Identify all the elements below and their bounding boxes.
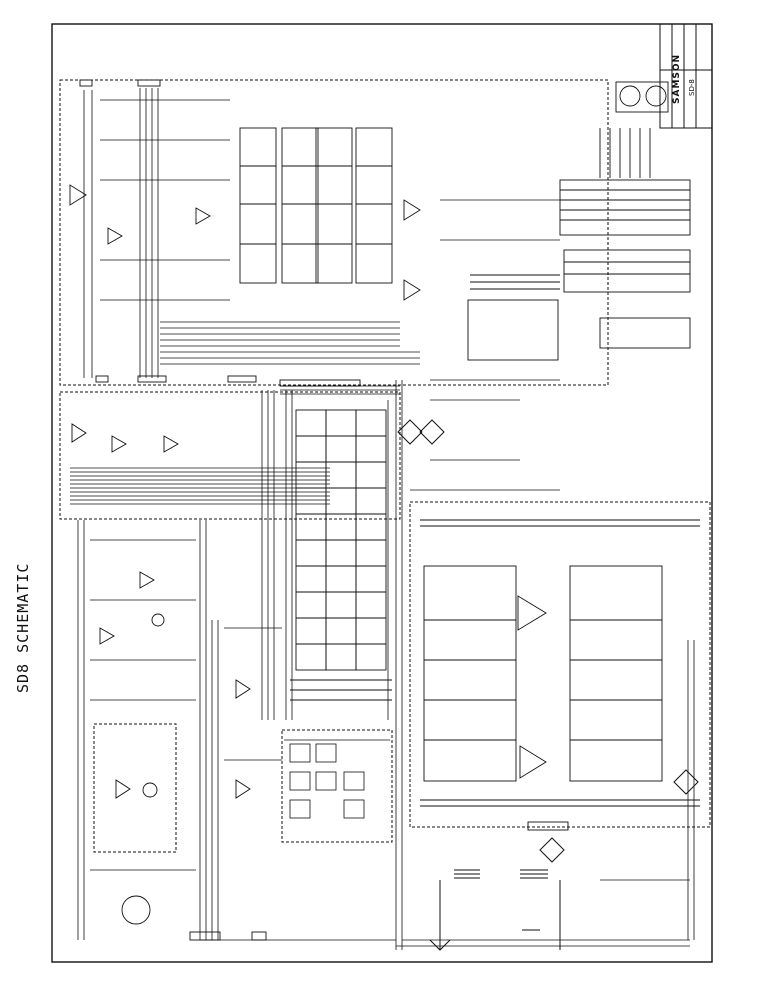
harness-lines <box>160 321 690 947</box>
op-amp-symbols <box>69 184 421 925</box>
sheet-border <box>51 23 713 963</box>
title-block-brand: SAMSON <box>672 53 682 104</box>
power-amp-channels <box>420 519 700 807</box>
title-block <box>659 23 713 129</box>
section-power-amp <box>409 501 711 828</box>
section-mixer <box>59 391 401 520</box>
mixer-bus-lines <box>70 467 330 505</box>
section-preamp <box>59 79 609 386</box>
schematic-title: SD8 SCHEMATIC <box>14 562 32 693</box>
preamp-filter-blocks <box>239 127 393 284</box>
connector-strips <box>79 79 569 941</box>
title-block-model: SD-8 <box>688 79 696 96</box>
misc-wiring <box>90 99 690 881</box>
section-phantom <box>93 723 177 853</box>
eq-section-internals <box>284 739 390 819</box>
digital-section <box>467 81 691 361</box>
section-eq <box>281 729 393 843</box>
vertical-bus-runs <box>77 88 695 950</box>
section-outlines <box>59 79 711 853</box>
bridge-rectifiers <box>397 419 699 863</box>
mixer-channel-strips <box>290 409 392 701</box>
power-transformers <box>429 869 561 951</box>
